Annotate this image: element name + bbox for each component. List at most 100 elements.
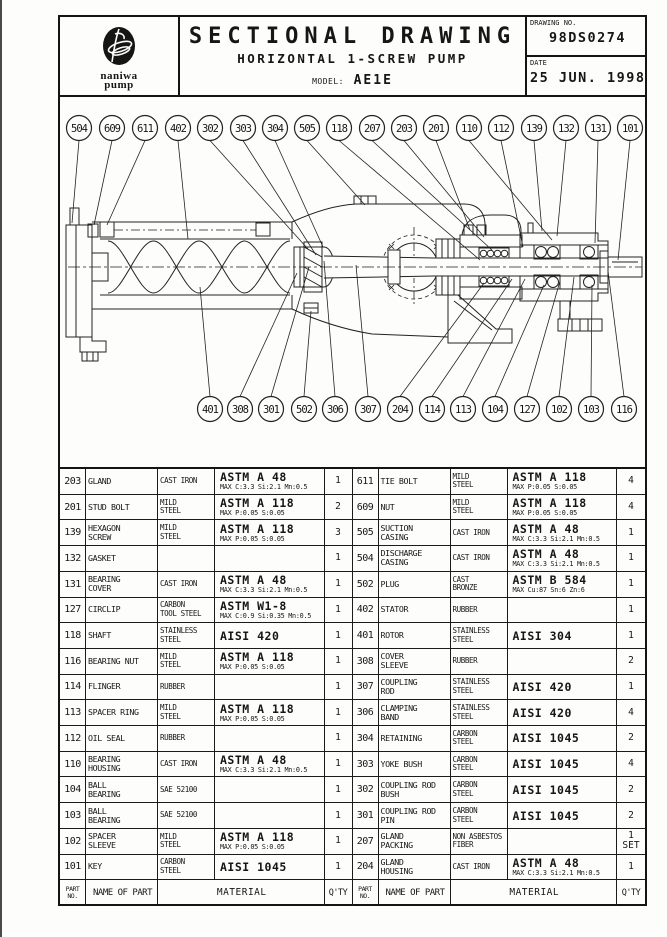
leader-line-131: [594, 140, 599, 244]
part-no-cell-306: 306: [352, 700, 379, 727]
material-type-cell-401: STAINLESS STEEL: [450, 623, 508, 649]
leader-line-103: [590, 284, 593, 397]
svg-text:103: 103: [583, 404, 600, 416]
spec-text: AISI 420: [220, 628, 280, 643]
svg-text:207: 207: [364, 123, 381, 135]
material-type-cell-302: CARBON STEEL: [450, 777, 508, 804]
part-name-cell-201: STUD BOLT: [86, 494, 158, 521]
leader-line-201: [435, 140, 471, 231]
balloon-201: 201: [422, 114, 450, 142]
qty-cell-502: 1: [617, 572, 645, 598]
leader-line-110: [468, 140, 553, 241]
qty-cell-101: 1: [324, 854, 353, 881]
part-name-cell-502: PLUG: [378, 571, 451, 598]
material-type-cell-112: RUBBER: [158, 726, 215, 752]
spec-note: MAX P:0.05 S:0.05: [512, 483, 578, 492]
qty-cell-114: 1: [324, 674, 353, 701]
part-no-cell-203: 203: [60, 469, 86, 495]
part-name-cell-611: TIE BOLT: [378, 469, 451, 495]
spec-text: ASTM B 584: [512, 573, 587, 588]
qty-cell-204: 1: [617, 855, 645, 881]
qty-cell-402: 1: [617, 598, 645, 624]
spec-text: ASTM A 48: [512, 521, 580, 536]
part-no-cell-101: 101: [60, 854, 86, 881]
spec-note: MAX P:0.05 S:0.05: [512, 509, 578, 518]
leader-line-611: [106, 140, 146, 226]
part-name-cell-116: BEARING NUT: [86, 648, 158, 675]
qty-cell-113: 1: [324, 700, 353, 727]
svg-text:201: 201: [428, 123, 445, 135]
naniwa-pump-logo-icon: [103, 26, 135, 65]
balloon-302: 302: [196, 114, 224, 142]
material-type-cell-103: SAE 52100: [158, 803, 215, 829]
footer-material-label: MATERIAL: [158, 880, 325, 906]
spec-note: MAX C:0.9 Si:0.35 Mn:0.5: [220, 611, 312, 620]
part-no-cell-102: 102: [60, 828, 86, 855]
svg-text:301: 301: [263, 404, 280, 416]
qty-cell-609: 4: [617, 495, 645, 521]
qty-cell-201: 2: [324, 494, 353, 521]
qty-cell-104: 1: [324, 777, 353, 804]
material-type-cell-113: MILD STEEL: [158, 700, 215, 727]
balloon-110: 110: [455, 114, 483, 142]
part-name-cell-118: SHAFT: [86, 623, 158, 649]
part-no-cell-127: 127: [60, 597, 86, 624]
material-type-cell-203: CAST IRON: [158, 469, 215, 495]
balloon-203: 203: [390, 114, 418, 142]
date-value: 25 JUN. 1998: [530, 70, 646, 86]
model-label: MODEL:: [312, 77, 344, 86]
balloon-112: 112: [487, 114, 515, 142]
balloon-609: 609: [98, 114, 126, 142]
spec-text: AISI 1045: [512, 757, 580, 772]
qty-cell-308: 2: [617, 649, 645, 675]
part-name-cell-102: SPACER SLEEVE: [86, 828, 158, 855]
qty-cell-611: 4: [617, 469, 645, 495]
material-type-cell-132: [158, 546, 215, 572]
drawing-no-box: DRAWING NO. 98DS0274: [527, 17, 645, 57]
spec-text: ASTM W1-8: [220, 598, 287, 613]
qty-cell-401: 1: [617, 623, 645, 649]
spec-note: MAX C:3.3 Si:2.1 Mn:0.5: [512, 534, 601, 543]
svg-text:502: 502: [296, 404, 313, 416]
part-name-cell-302: COUPLING ROD BUSH: [378, 777, 451, 804]
material-type-cell-301: CARBON STEEL: [450, 803, 508, 829]
spec-text: ASTM A 118: [512, 470, 587, 485]
material-type-cell-504: CAST IRON: [450, 546, 508, 572]
material-type-cell-114: RUBBER: [158, 674, 215, 701]
date-box: DATE 25 JUN. 1998: [527, 57, 645, 95]
balloon-139: 139: [520, 114, 548, 142]
leader-line-301: [270, 266, 310, 397]
title-block: naniwa pump SECTIONAL DRAWING HORIZONTAL…: [60, 17, 645, 97]
document-subtitle: HORIZONTAL 1-SCREW PUMP: [237, 51, 468, 66]
leader-line-401: [199, 286, 211, 397]
material-spec-cell-103: [215, 803, 325, 829]
logo-word-naniwa: naniwa: [100, 69, 138, 82]
balloon-204: 204: [386, 395, 414, 423]
part-no-cell-103: 103: [60, 803, 86, 829]
part-no-cell-303: 303: [352, 751, 379, 778]
balloon-505: 505: [293, 114, 321, 142]
leader-line-504: [71, 140, 80, 224]
balloon-127: 127: [513, 395, 541, 423]
leader-line-207: [371, 140, 493, 251]
document-title: SECTIONAL DRAWING: [188, 24, 517, 49]
part-no-cell-502: 502: [352, 571, 379, 598]
qty-cell-139: 3: [324, 520, 353, 547]
material-spec-cell-101: AISI 1045: [215, 854, 325, 881]
balloon-308: 308: [226, 395, 254, 423]
spec-note: MAX C:3.3 Si:2.1 Mn:0.5: [220, 766, 308, 775]
part-name-cell-504: DISCHARGE CASING: [378, 546, 451, 572]
logo-word-pump: pump: [104, 78, 134, 91]
scan-edge-artifact: [0, 0, 2, 937]
material-spec-cell-112: [215, 726, 325, 752]
material-spec-cell-118: AISI 420: [215, 623, 325, 649]
material-type-cell-308: RUBBER: [450, 648, 508, 675]
spec-text: ASTM A 48: [512, 855, 580, 870]
svg-text:116: 116: [616, 404, 633, 416]
balloon-301: 301: [257, 395, 285, 423]
